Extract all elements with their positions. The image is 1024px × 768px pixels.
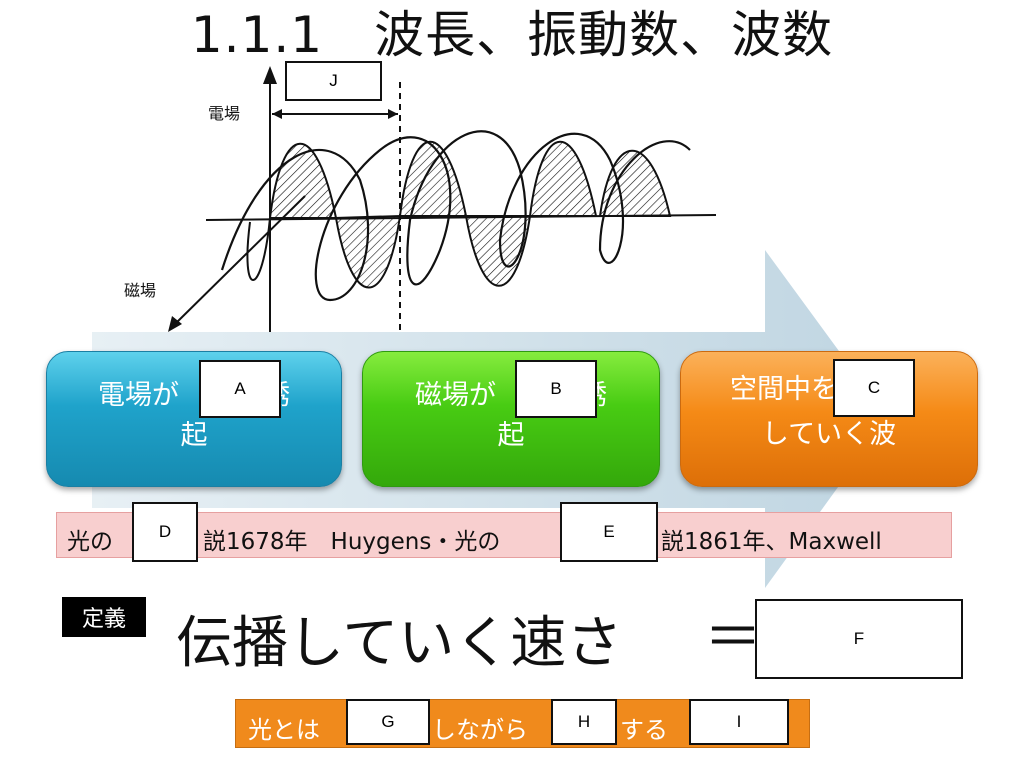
card3-line2: していく波 xyxy=(761,419,897,450)
magnetic-field-label: 磁場 xyxy=(124,281,156,300)
blank-d[interactable]: D xyxy=(132,502,198,562)
blank-f[interactable]: F xyxy=(755,599,963,679)
blank-b[interactable]: B xyxy=(515,360,597,418)
blank-i[interactable]: I xyxy=(689,699,789,745)
blank-h[interactable]: H xyxy=(551,699,617,745)
blank-g[interactable]: G xyxy=(346,699,430,745)
electric-field-label: 電場 xyxy=(208,104,240,123)
history-part3: 説1861年、Maxwell xyxy=(661,529,882,555)
card-magnetic-induces: 磁場が誘 起 xyxy=(362,351,660,487)
card-electric-induces: 電場が誘 起 xyxy=(46,351,342,487)
card2-before: 磁場が xyxy=(415,380,496,411)
card1-before: 電場が xyxy=(98,380,179,411)
equals-sign: ＝ xyxy=(704,603,763,671)
card1-line2: 起 xyxy=(180,420,208,451)
light-part1: 光とは xyxy=(248,716,320,744)
blank-c[interactable]: C xyxy=(833,359,915,417)
card2-line2: 起 xyxy=(497,420,525,451)
blank-a[interactable]: A xyxy=(199,360,281,418)
light-part2: しながら xyxy=(432,716,528,744)
blank-j[interactable]: J xyxy=(285,61,382,101)
electric-field-wave xyxy=(246,140,672,289)
history-part2: 説1678年 Huygens・光の xyxy=(203,529,501,555)
page-title: 1.1.1 波長、振動数、波数 xyxy=(190,6,834,64)
light-part3: する xyxy=(620,716,668,744)
blank-e[interactable]: E xyxy=(560,502,658,562)
magnetic-field-wave xyxy=(220,130,691,302)
history-part1: 光の xyxy=(67,529,113,555)
definition-badge: 定義 xyxy=(62,597,146,637)
card3-before: 空間中を xyxy=(730,374,838,405)
history-bar: 光の 説1678年 Huygens・光の 説1861年、Maxwell xyxy=(56,512,952,558)
definition-text: 伝播していく速さ xyxy=(176,611,623,676)
card-propagating-wave: 空間中を していく波 xyxy=(680,351,978,487)
